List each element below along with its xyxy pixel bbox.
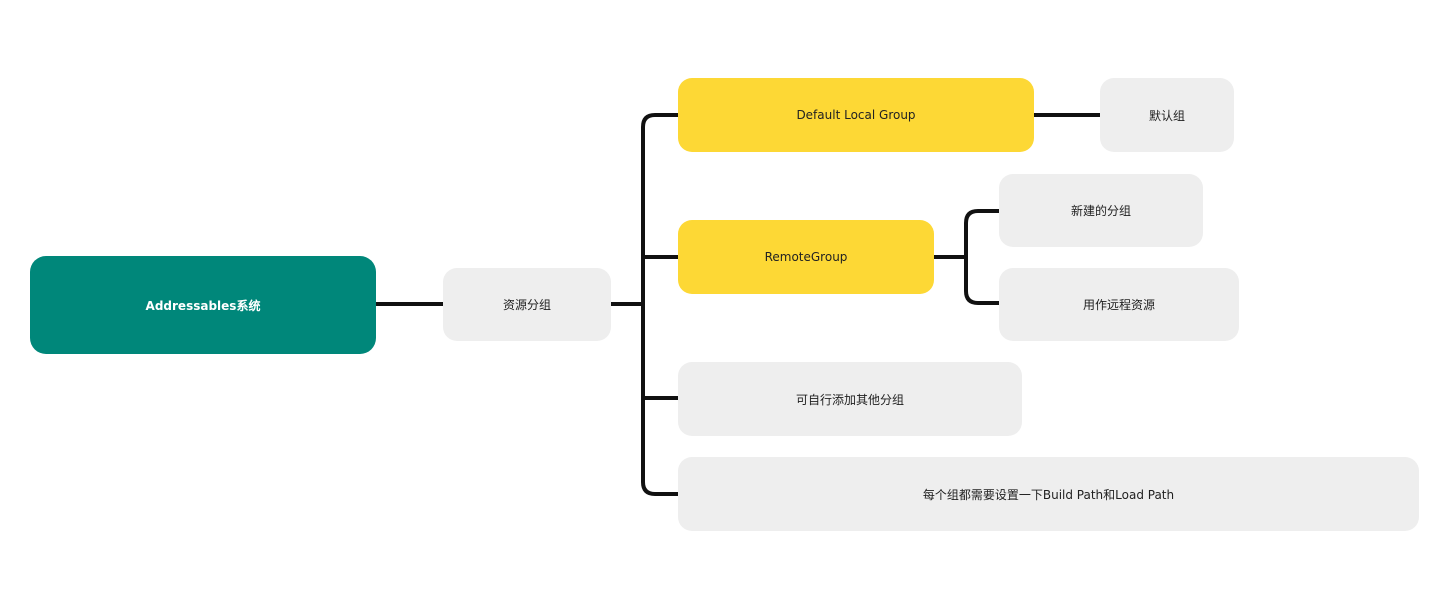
node-custom-groups[interactable]: 可自行添加其他分组 <box>678 362 1022 436</box>
branch-node-resource-groups[interactable]: 资源分组 <box>443 268 611 341</box>
connector-trunk <box>641 113 680 496</box>
node-build-load-path[interactable]: 每个组都需要设置一下Build Path和Load Path <box>678 457 1419 531</box>
node-remote-group[interactable]: RemoteGroup <box>678 220 934 294</box>
node-remote-resource-note[interactable]: 用作远程资源 <box>999 268 1239 341</box>
node-default-local-group[interactable]: Default Local Group <box>678 78 1034 152</box>
connector-remote-fork <box>964 209 1001 305</box>
node-new-group-note[interactable]: 新建的分组 <box>999 174 1203 247</box>
root-node[interactable]: Addressables系统 <box>30 256 376 354</box>
node-default-group-note[interactable]: 默认组 <box>1100 78 1234 152</box>
